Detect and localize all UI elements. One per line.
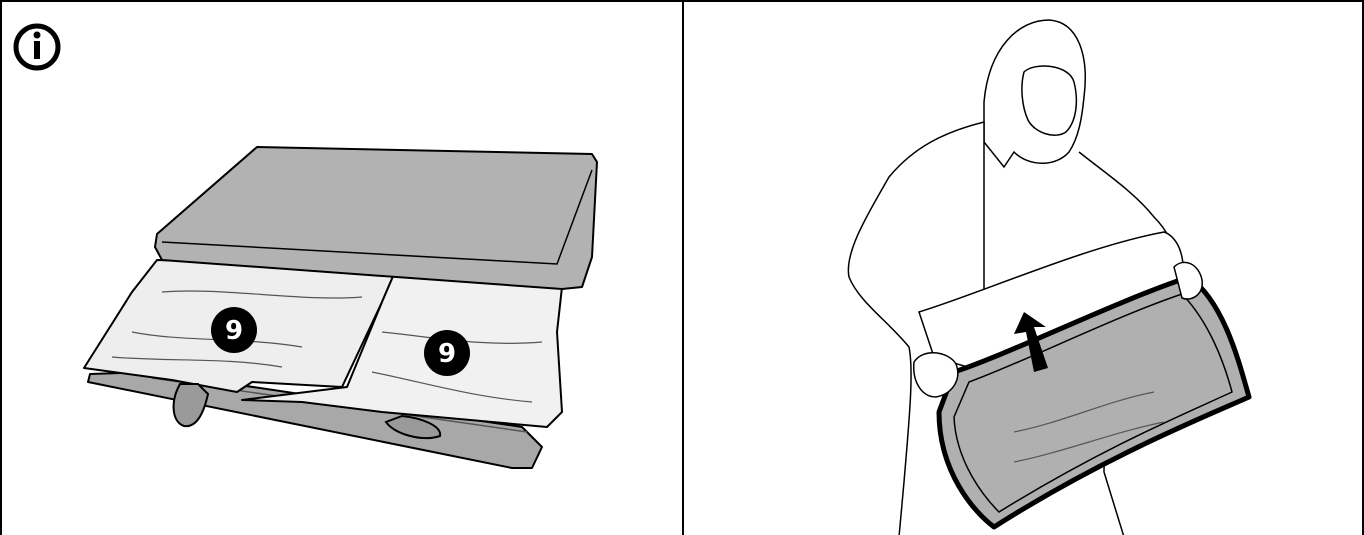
strap-left: [174, 384, 208, 426]
callout-badge-1: 9: [211, 307, 257, 353]
panel-left: 9 9: [2, 2, 684, 535]
callout-label-2: 9: [438, 339, 456, 369]
info-icon: [16, 26, 58, 68]
panel-right: [684, 2, 1362, 535]
cushion-illustration: 9 9: [2, 2, 684, 535]
callout-badge-2: 9: [424, 330, 470, 376]
callout-label-1: 9: [225, 316, 243, 346]
person-illustration: [684, 2, 1362, 535]
